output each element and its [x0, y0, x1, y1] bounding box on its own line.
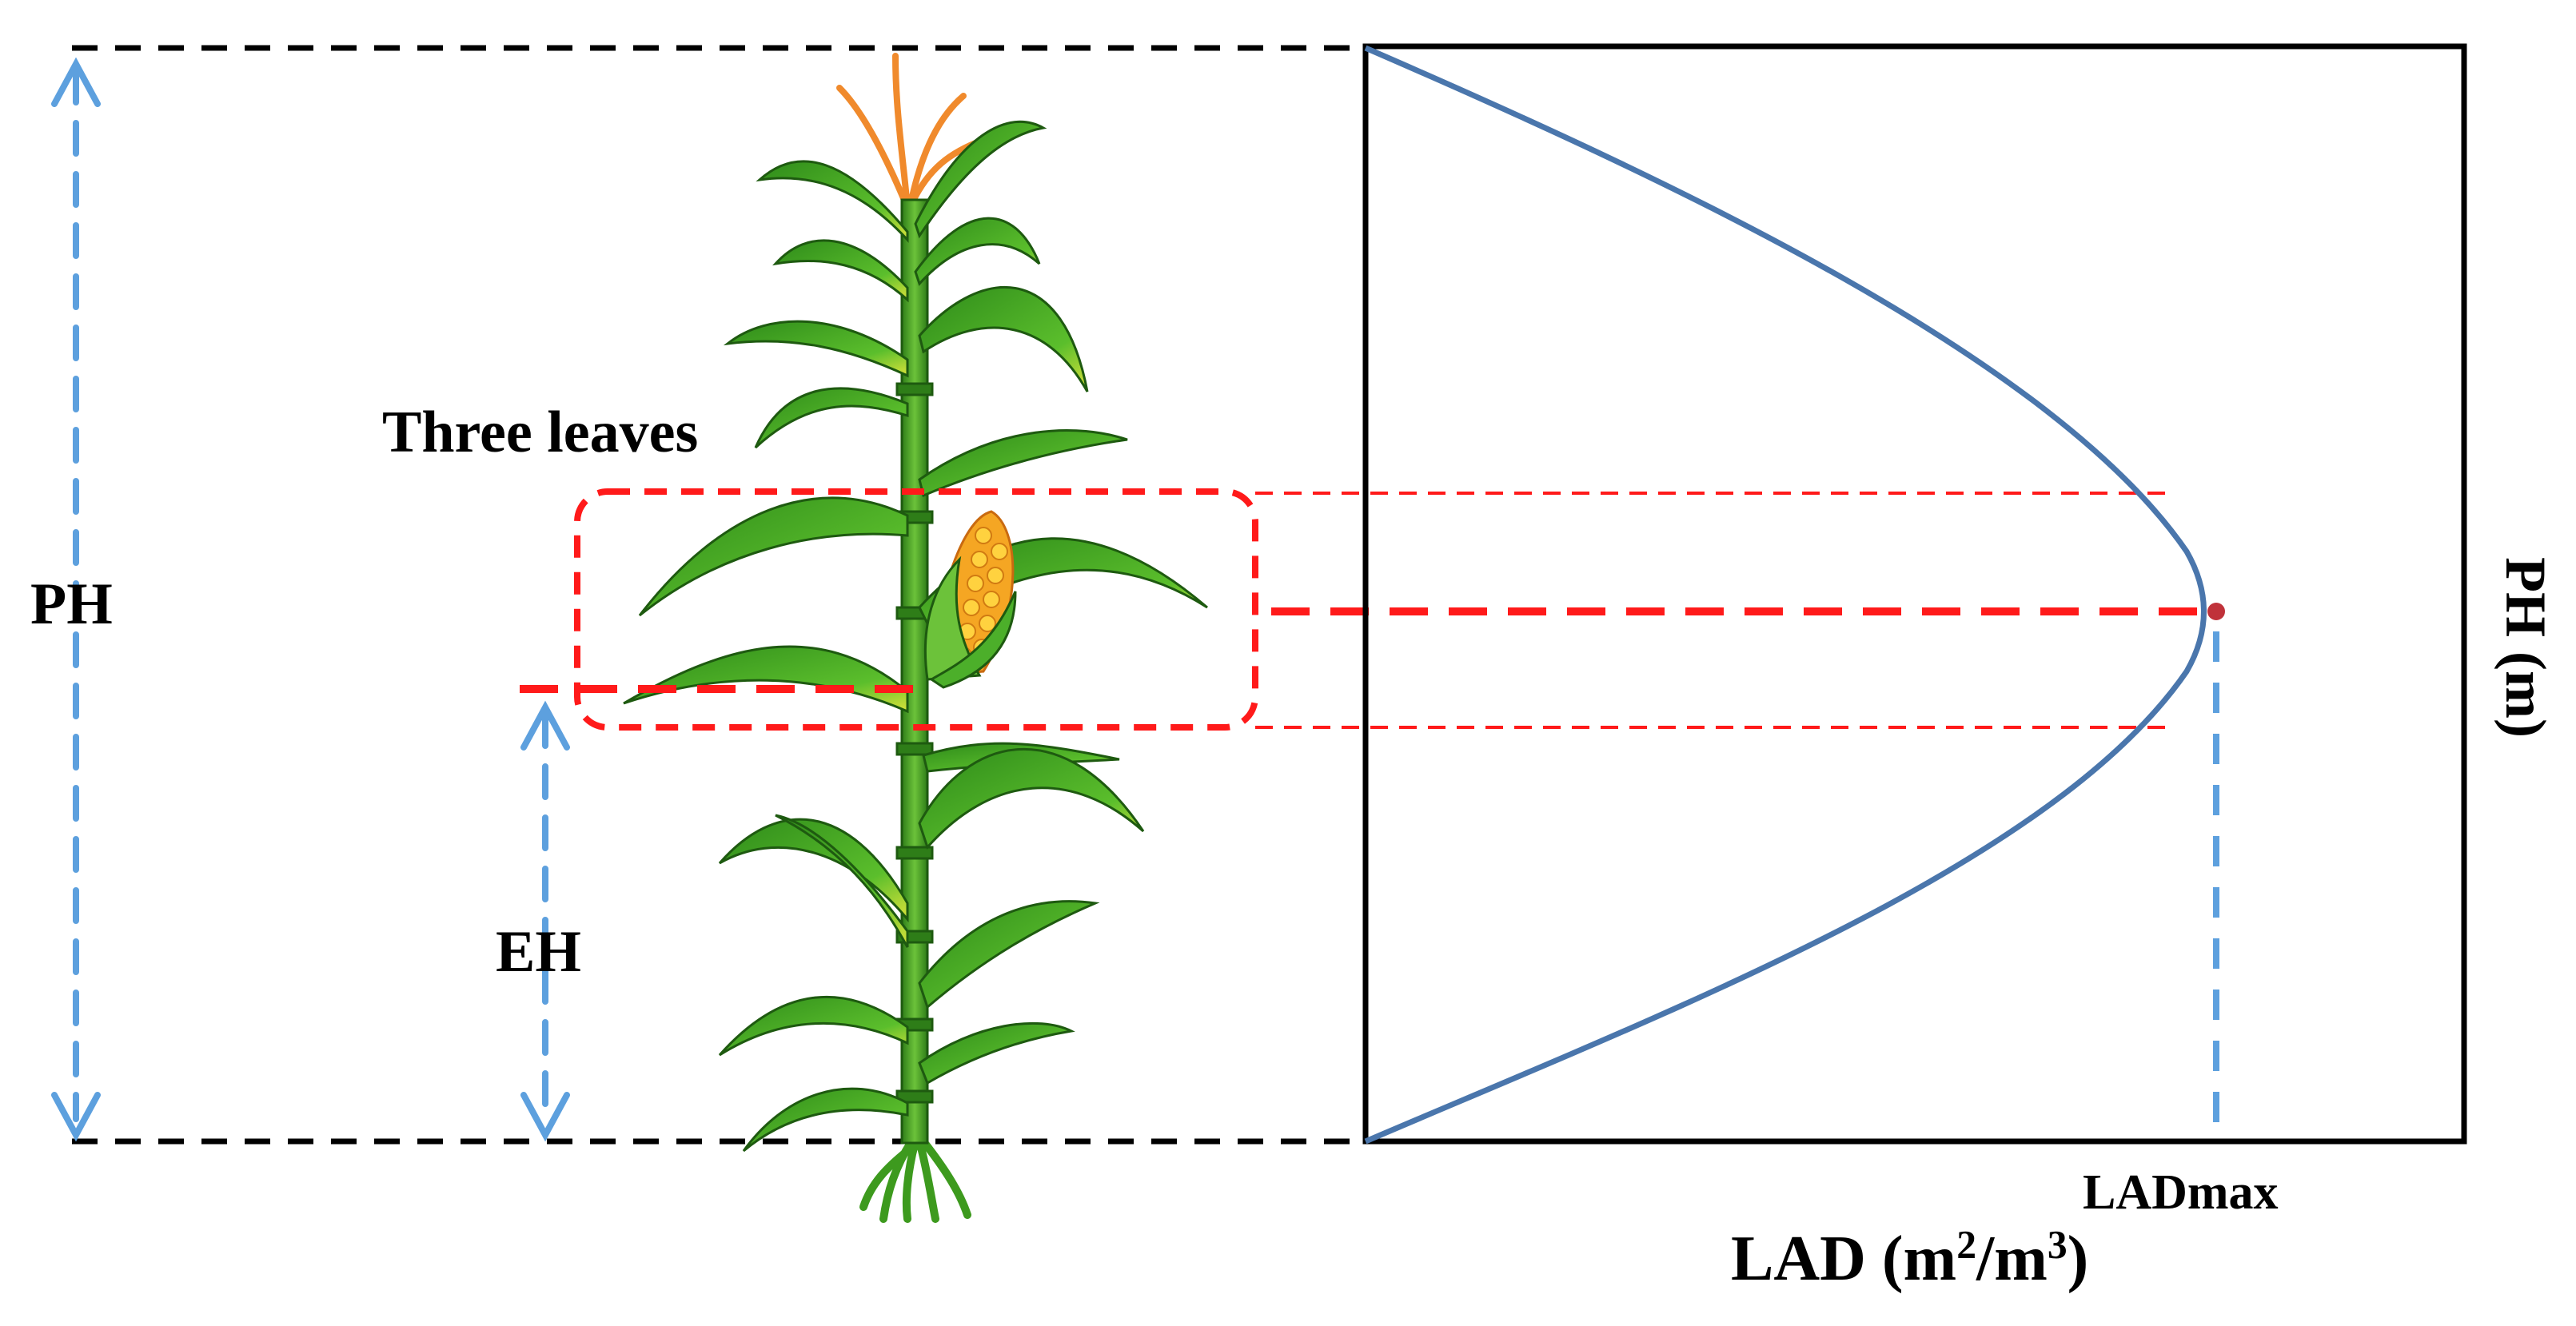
lad-axis-sup-2: 2 — [1956, 1222, 1976, 1267]
three-leaves-box — [574, 488, 1258, 731]
lad-axis-mid: /m — [1976, 1224, 2048, 1294]
ph-left-label: PH — [30, 571, 113, 637]
lad-axis-main: LAD (m — [1731, 1224, 1957, 1294]
lad-axis-sup-3: 3 — [2047, 1222, 2068, 1267]
roots — [859, 1137, 971, 1223]
ladmax-label: LADmax — [2083, 1165, 2279, 1220]
lad-plot-frame — [1362, 43, 2467, 1145]
ph-arrow — [51, 57, 101, 1142]
eh-label: EH — [496, 919, 581, 985]
corn-plant-illustration — [623, 53, 1208, 1223]
lad-curve — [1364, 45, 2207, 1145]
corn-ear — [923, 510, 1017, 689]
leaves — [623, 120, 1208, 1153]
ph-axis-label: PH (m) — [2494, 557, 2558, 738]
ladmax-point — [2207, 603, 2225, 620]
lad-axis-label: LAD (m2/m3) — [1731, 1223, 2088, 1296]
lad-axis-end: ) — [2067, 1224, 2089, 1294]
eh-arrow — [520, 700, 570, 1142]
three-leaves-label: Three leaves — [382, 400, 698, 465]
